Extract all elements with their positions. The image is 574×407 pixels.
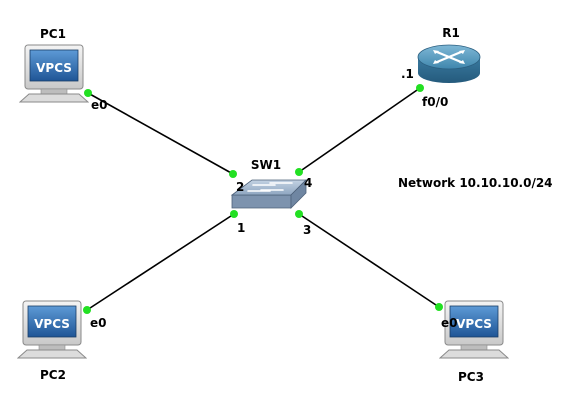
pc1-screen-label: VPCS <box>36 61 72 75</box>
pc3-name: PC3 <box>458 370 484 384</box>
router-icon <box>417 44 481 83</box>
pc2-name: PC2 <box>40 368 66 382</box>
device-sw1[interactable]: SW1 2 4 1 3 <box>230 158 312 237</box>
link-pc2-sw1[interactable] <box>86 213 235 311</box>
switch-icon <box>230 179 307 209</box>
link-r1-sw1[interactable] <box>298 87 421 173</box>
pc3-screen-label: VPCS <box>456 317 492 331</box>
link-status-dot <box>295 210 303 218</box>
pc3-port-label: e0 <box>441 316 458 330</box>
link-status-dot <box>416 84 424 92</box>
device-r1[interactable]: R1 .1 f0/0 <box>401 26 481 109</box>
device-pc1[interactable]: VPCS PC1 e0 <box>19 27 108 112</box>
sw1-name: SW1 <box>251 158 281 172</box>
links <box>86 87 440 311</box>
r1-port-label: f0/0 <box>422 95 448 109</box>
sw1-port-4: 4 <box>304 176 312 190</box>
link-status-dots <box>83 84 443 314</box>
link-status-dot <box>230 210 238 218</box>
sw1-port-2: 2 <box>236 180 244 194</box>
link-status-dot <box>295 168 303 176</box>
sw1-port-3: 3 <box>303 223 311 237</box>
link-status-dot <box>84 89 92 97</box>
device-pc3[interactable]: VPCS PC3 e0 <box>439 300 509 384</box>
pc1-port-label: e0 <box>91 98 108 112</box>
pc2-port-label: e0 <box>90 316 107 330</box>
link-status-dot <box>229 170 237 178</box>
link-pc1-sw1[interactable] <box>87 92 234 175</box>
link-pc3-sw1[interactable] <box>298 213 440 308</box>
r1-name: R1 <box>442 26 460 40</box>
pc2-screen-label: VPCS <box>34 317 70 331</box>
network-annotation: Network 10.10.10.0/24 <box>398 176 553 190</box>
link-status-dot <box>83 306 91 314</box>
sw1-port-1: 1 <box>237 221 245 235</box>
pc1-name: PC1 <box>40 27 66 41</box>
r1-ip-suffix: .1 <box>401 67 414 81</box>
link-status-dot <box>435 303 443 311</box>
device-pc2[interactable]: VPCS PC2 e0 <box>17 300 107 382</box>
